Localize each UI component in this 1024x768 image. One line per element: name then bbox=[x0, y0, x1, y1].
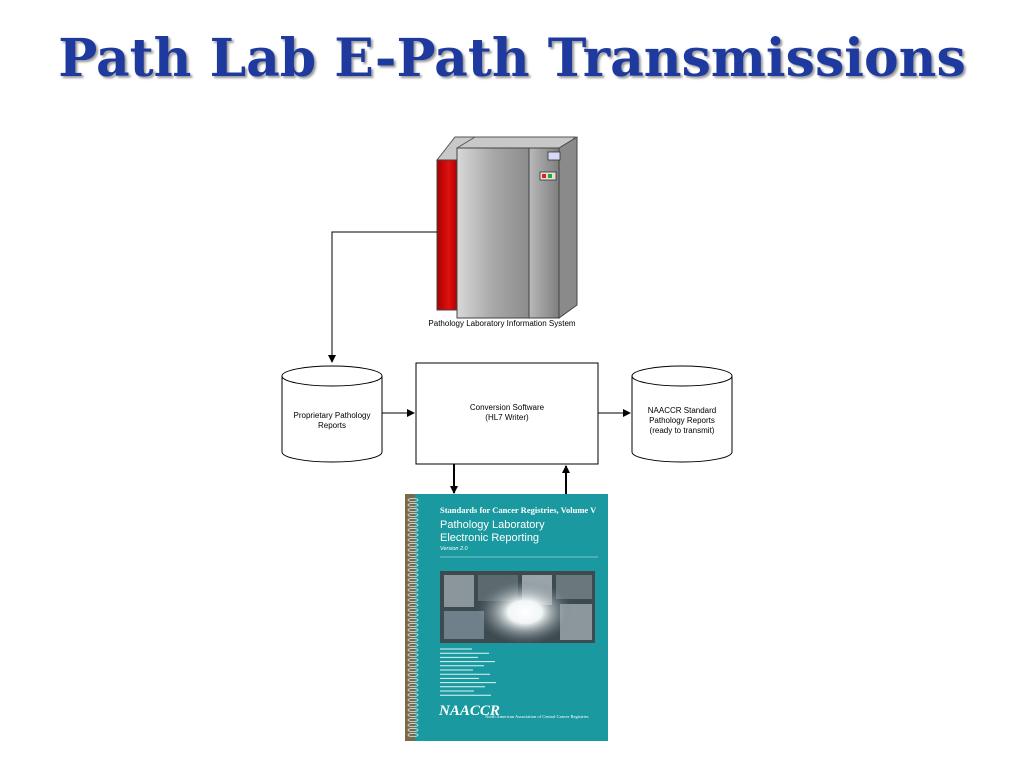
conversion-label-1: Conversion Software bbox=[470, 403, 545, 412]
naaccr-reports-db: NAACCR Standard Pathology Reports (ready… bbox=[631, 365, 733, 463]
proprietary-db-label-2: Reports bbox=[318, 421, 346, 430]
spiral-loop bbox=[407, 727, 419, 733]
spiral-loop bbox=[407, 657, 419, 663]
spiral-loop bbox=[407, 527, 419, 533]
sponsor-list bbox=[440, 648, 496, 696]
standards-book-cover: Standards for Cancer Registries, Volume … bbox=[405, 494, 608, 741]
book-cover-photo bbox=[440, 571, 595, 644]
spiral-loop bbox=[407, 677, 419, 683]
spiral-loop bbox=[407, 622, 419, 628]
book-title-line-1: Pathology Laboratory bbox=[440, 519, 545, 531]
spiral-loop bbox=[407, 517, 419, 523]
spiral-loop bbox=[407, 712, 419, 718]
server-label: Pathology Laboratory Information System bbox=[428, 319, 576, 328]
spiral-loop bbox=[407, 512, 419, 518]
book-series-title: Standards for Cancer Registries, Volume … bbox=[440, 505, 597, 515]
spiral-loop bbox=[407, 692, 419, 698]
spiral-loop bbox=[407, 672, 419, 678]
spiral-loop bbox=[407, 497, 419, 503]
spiral-loop bbox=[407, 567, 419, 573]
spiral-loop bbox=[407, 597, 419, 603]
server-illustration: Pathology Laboratory Information System bbox=[428, 136, 578, 328]
spiral-loop bbox=[407, 562, 419, 568]
book-title-line-2: Electronic Reporting bbox=[440, 532, 539, 544]
conversion-label-2: (HL7 Writer) bbox=[485, 413, 529, 422]
spiral-loop bbox=[407, 547, 419, 553]
spiral-loop bbox=[407, 697, 419, 703]
spiral-loop bbox=[407, 617, 419, 623]
spiral-loop bbox=[407, 662, 419, 668]
proprietary-reports-db: Proprietary Pathology Reports bbox=[281, 365, 383, 463]
spiral-loop bbox=[407, 582, 419, 588]
spiral-loop bbox=[407, 687, 419, 693]
spiral-loop bbox=[407, 642, 419, 648]
spiral-loop bbox=[407, 707, 419, 713]
naaccr-db-label-3: (ready to transmit) bbox=[650, 426, 715, 435]
spiral-loop bbox=[407, 577, 419, 583]
book-org-name: North American Association of Central Ca… bbox=[485, 714, 589, 719]
spiral-loop bbox=[407, 532, 419, 538]
spiral-binding bbox=[405, 494, 419, 741]
naaccr-db-label-1: NAACCR Standard bbox=[648, 406, 716, 415]
spiral-loop bbox=[407, 632, 419, 638]
naaccr-db-label-2: Pathology Reports bbox=[649, 416, 715, 425]
spiral-loop bbox=[407, 667, 419, 673]
spiral-loop bbox=[407, 522, 419, 528]
book-version: Version 2.0 bbox=[440, 546, 469, 552]
spiral-loop bbox=[407, 732, 419, 738]
spiral-loop bbox=[407, 647, 419, 653]
connector-server-to-proprietary bbox=[328, 231, 437, 363]
spiral-loop bbox=[407, 587, 419, 593]
spiral-loop bbox=[407, 542, 419, 548]
spiral-loop bbox=[407, 722, 419, 728]
conversion-software-box: Conversion Software (HL7 Writer) bbox=[415, 362, 599, 465]
naaccr-logo: NAACCR bbox=[438, 703, 500, 719]
spiral-loop bbox=[407, 592, 419, 598]
server-red-light-icon bbox=[542, 174, 546, 178]
spiral-loop bbox=[407, 537, 419, 543]
spiral-loop bbox=[407, 627, 419, 633]
spiral-loop bbox=[407, 602, 419, 608]
slide-title: Path Lab E-Path Transmissions bbox=[58, 28, 966, 89]
spiral-loop bbox=[407, 652, 419, 658]
spiral-loop bbox=[407, 637, 419, 643]
spiral-loop bbox=[407, 682, 419, 688]
spiral-loop bbox=[407, 612, 419, 618]
server-green-light-icon bbox=[548, 174, 552, 178]
proprietary-db-label-1: Proprietary Pathology bbox=[294, 411, 371, 420]
server-display-icon bbox=[547, 151, 561, 161]
spiral-loop bbox=[407, 702, 419, 708]
spiral-loop bbox=[407, 552, 419, 558]
spiral-loop bbox=[407, 717, 419, 723]
spiral-loop bbox=[407, 572, 419, 578]
spiral-loop bbox=[407, 557, 419, 563]
spiral-loop bbox=[407, 502, 419, 508]
spiral-loop bbox=[407, 607, 419, 613]
spiral-loop bbox=[407, 507, 419, 513]
